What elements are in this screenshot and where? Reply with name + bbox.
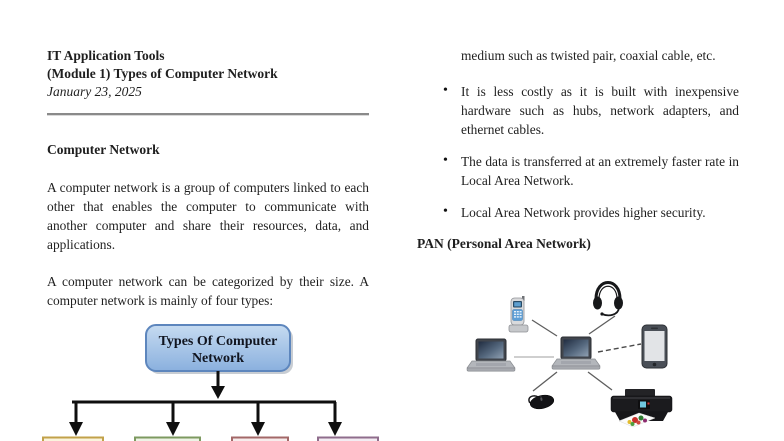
continuation-line: medium such as twisted pair, coaxial cab… xyxy=(461,48,716,63)
right-column: medium such as twisted pair, coaxial cab… xyxy=(417,46,739,428)
connection-lines xyxy=(531,315,616,392)
lan-benefits-list: It is less costly as it is built with in… xyxy=(417,81,739,222)
types-of-network-diagram: Types Of Computer Network xyxy=(42,324,379,441)
smartphone-icon xyxy=(641,324,668,369)
pan-network-illustration xyxy=(466,281,673,428)
branch-box-4 xyxy=(317,436,379,441)
branch-box-3 xyxy=(231,436,289,441)
document-title-line1: IT Application Tools xyxy=(47,48,165,63)
dashed-link-line xyxy=(597,343,642,353)
headset-icon xyxy=(593,281,623,317)
printer-icon xyxy=(610,389,673,428)
diagram-arrowheads xyxy=(69,386,342,436)
branch-box-1 xyxy=(42,436,104,441)
pan-section-heading: PAN (Personal Area Network) xyxy=(417,236,591,251)
section-heading: Computer Network xyxy=(47,142,160,157)
root-label-line2: Network xyxy=(192,351,244,366)
list-item-text: It is less costly as it is built with in… xyxy=(461,84,739,137)
horizontal-rule xyxy=(47,113,369,116)
list-item: Local Area Network provides higher secur… xyxy=(417,202,739,222)
list-item: The data is transferred at an extremely … xyxy=(417,151,739,190)
left-column: IT Application Tools (Module 1) Types of… xyxy=(42,47,379,441)
laptop-icon xyxy=(551,336,601,370)
paragraph-2: A computer network can be categorized by… xyxy=(47,274,369,308)
list-item-text: The data is transferred at an extremely … xyxy=(461,154,739,188)
document-title-line2: (Module 1) Types of Computer Network xyxy=(47,66,278,81)
laptop-icon xyxy=(466,338,516,372)
root-label-line1: Types Of Computer xyxy=(159,334,278,349)
branch-box-2 xyxy=(134,436,201,441)
diagram-connectors xyxy=(72,371,337,424)
cordless-phone-icon xyxy=(508,296,529,333)
paragraph-1: A computer network is a group of compute… xyxy=(47,180,369,252)
list-item-text: Local Area Network provides higher secur… xyxy=(461,205,706,220)
mouse-icon xyxy=(528,394,555,410)
list-item: It is less costly as it is built with in… xyxy=(417,81,739,139)
document-date: January 23, 2025 xyxy=(47,84,142,99)
printed-photo xyxy=(627,415,647,426)
